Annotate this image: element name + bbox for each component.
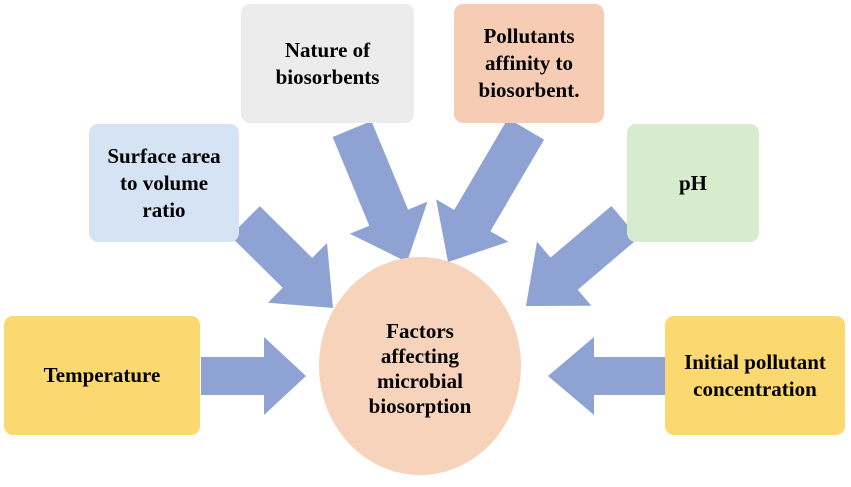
- arrow-pollutants: [436, 118, 545, 263]
- center-topic: Factors affecting microbial biosorption: [319, 257, 521, 475]
- factor-surface-area: Surface area to volume ratio: [89, 124, 239, 242]
- arrow-temperature: [201, 337, 306, 415]
- factor-temperature: Temperature: [4, 316, 200, 435]
- arrow-nature: [332, 121, 428, 262]
- arrow-surface-area: [230, 206, 333, 308]
- factor-pollutants-affinity: Pollutants affinity to biosorbent.: [454, 4, 604, 123]
- factor-ph: pH: [627, 124, 759, 242]
- arrow-initial-concentration: [548, 337, 665, 415]
- factor-nature-of-biosorbents: Nature of biosorbents: [241, 4, 414, 123]
- factor-initial-pollutant-concentration: Initial pollutant concentration: [665, 316, 845, 435]
- arrow-ph: [526, 206, 639, 306]
